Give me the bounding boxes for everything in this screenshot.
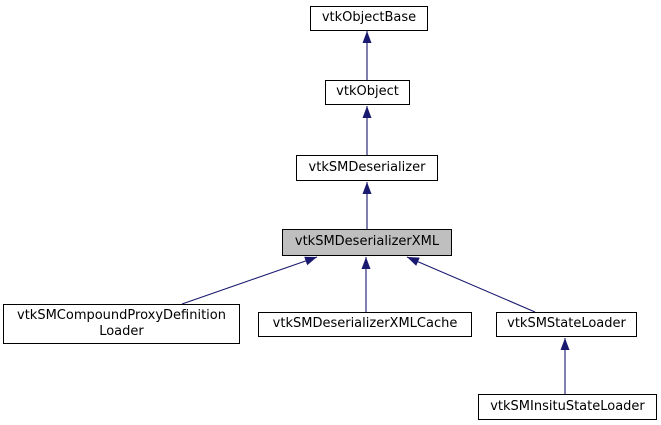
class-name-vtkSMCompoundProxyDefinitionLoader: vtkSMCompoundProxyDefinition Loader — [17, 307, 226, 339]
class-node-vtkSMDeserializerXML-current: vtkSMDeserializerXML — [282, 229, 452, 256]
class-node-vtkObject[interactable]: vtkObject — [325, 80, 410, 105]
class-node-vtkSMStateLoader[interactable]: vtkSMStateLoader — [496, 312, 637, 337]
class-node-vtkSMDeserializer[interactable]: vtkSMDeserializer — [296, 155, 438, 181]
class-name-vtkSMDeserializerXML: vtkSMDeserializerXML — [294, 234, 440, 250]
class-node-vtkSMCompoundProxyDefinitionLoader[interactable]: vtkSMCompoundProxyDefinition Loader — [3, 304, 240, 344]
class-name-vtkSMStateLoader: vtkSMStateLoader — [507, 316, 626, 332]
edge-vtksmcompoundproxydefinitionloader-to-vtksmdeserializerxml — [181, 256, 318, 305]
class-name-vtkObjectBase: vtkObjectBase — [321, 10, 417, 26]
class-node-vtkSMInsituStateLoader[interactable]: vtkSMInsituStateLoader — [478, 394, 657, 420]
class-name-vtkObject: vtkObject — [336, 84, 399, 100]
edge-vtksmstateloader-to-vtksmdeserializerxml — [406, 256, 536, 313]
class-name-vtkSMDeserializer: vtkSMDeserializer — [308, 159, 426, 175]
class-node-vtkObjectBase[interactable]: vtkObjectBase — [310, 6, 428, 31]
class-node-vtkSMDeserializerXMLCache[interactable]: vtkSMDeserializerXMLCache — [258, 312, 472, 337]
class-name-vtkSMDeserializerXMLCache: vtkSMDeserializerXMLCache — [272, 316, 458, 332]
class-name-vtkSMInsituStateLoader: vtkSMInsituStateLoader — [490, 398, 645, 414]
